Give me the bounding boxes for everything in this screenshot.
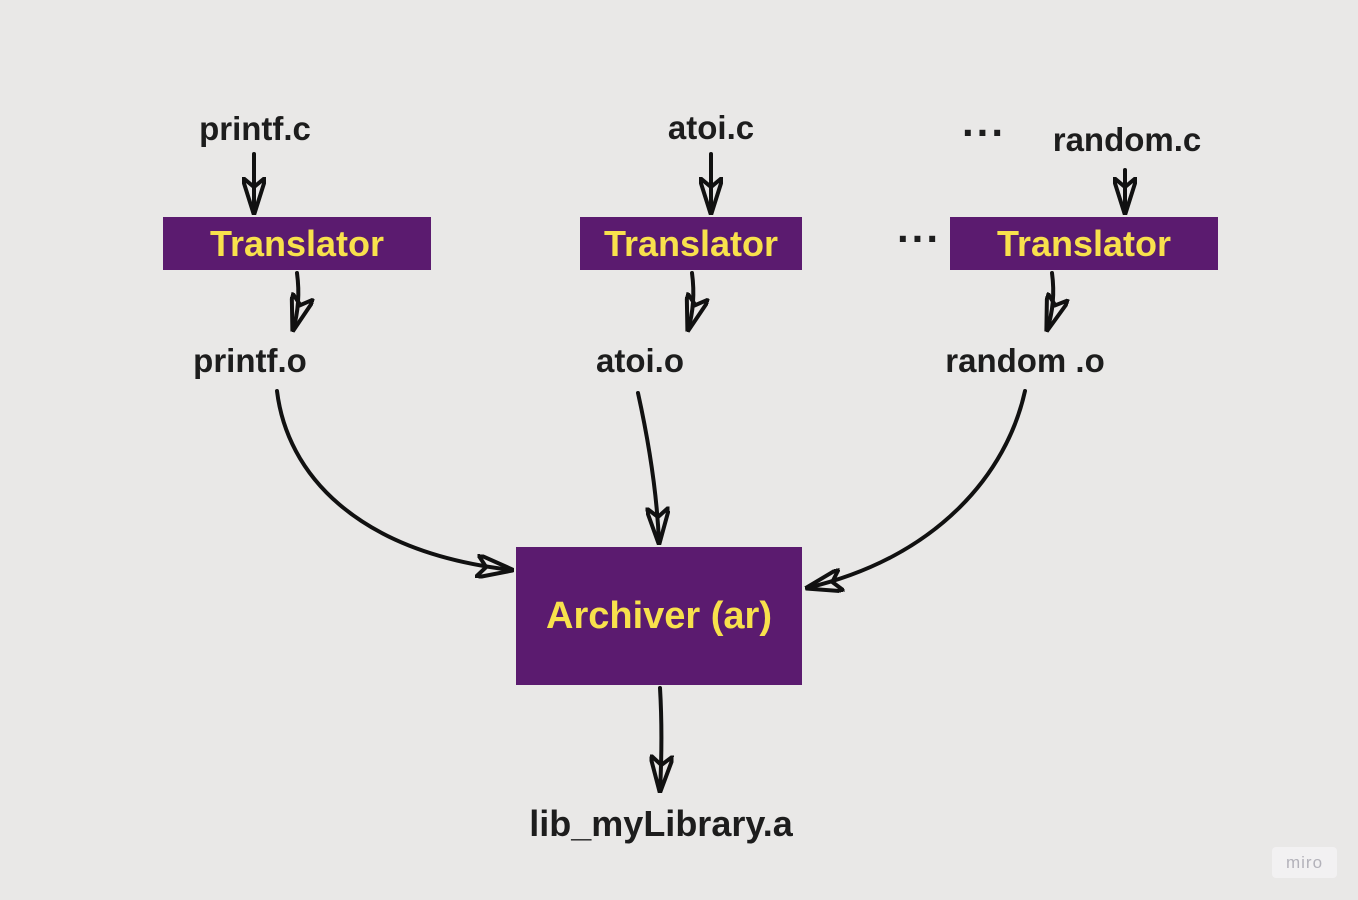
source-file-atoi-c: atoi.c xyxy=(667,109,755,146)
ellipsis-middle: ... xyxy=(896,204,942,251)
source-file-printf-c: printf.c xyxy=(199,110,311,147)
arrow-printfo-to-archiver xyxy=(275,389,512,570)
translator-box-3-label: Translator xyxy=(996,222,1172,264)
arrow-atoio-to-archiver xyxy=(636,391,659,543)
arrow-translator3-to-randomo xyxy=(1047,271,1053,330)
source-file-random-c: random.c xyxy=(1052,121,1202,158)
miro-watermark-badge[interactable]: miro xyxy=(1272,847,1337,878)
translator-box-1-label: Translator xyxy=(209,222,385,264)
object-file-atoi-o: atoi.o xyxy=(596,342,684,379)
translator-box-1: Translator xyxy=(163,217,431,270)
output-library-label: lib_myLibrary.a xyxy=(529,803,793,844)
translator-box-2: Translator xyxy=(580,217,802,270)
miro-watermark-label: miro xyxy=(1285,852,1324,872)
translator-box-2-label: Translator xyxy=(603,222,779,264)
arrow-archiver-to-library xyxy=(660,686,662,791)
arrow-randomo-to-archiver xyxy=(807,389,1027,588)
ellipsis-top: ... xyxy=(961,98,1007,145)
translator-box-3: Translator xyxy=(950,217,1218,270)
object-file-random-o: random .o xyxy=(945,342,1105,379)
archiver-box-label: Archiver (ar) xyxy=(546,594,772,637)
arrow-translator1-to-printfo xyxy=(293,271,298,330)
archiver-box: Archiver (ar) xyxy=(516,547,802,685)
arrow-translator2-to-atoio xyxy=(688,271,693,330)
object-file-printf-o: printf.o xyxy=(193,342,307,379)
